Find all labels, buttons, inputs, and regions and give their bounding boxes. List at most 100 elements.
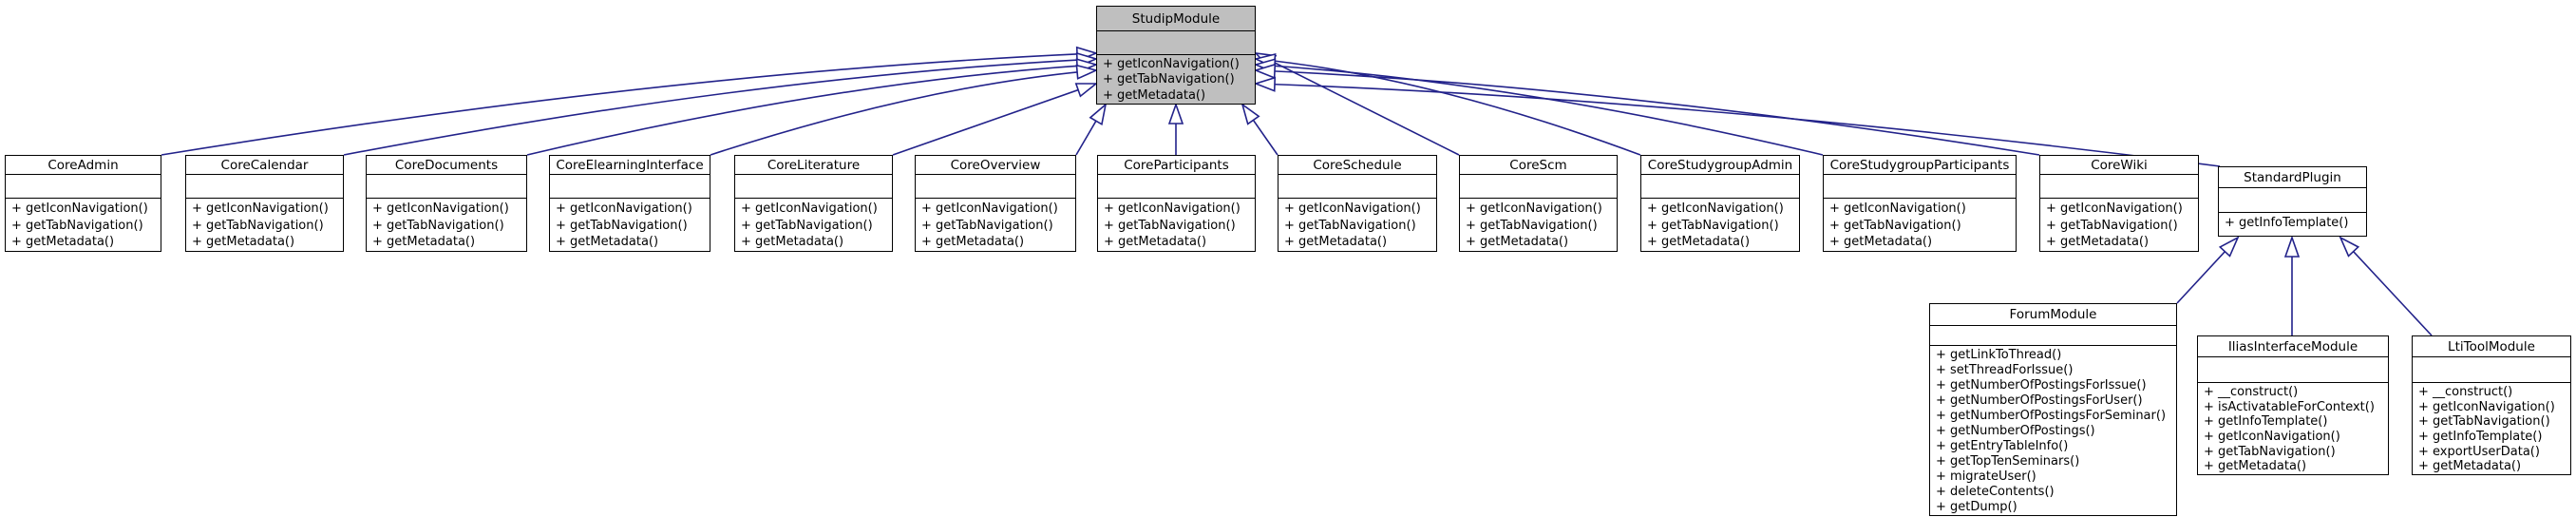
class-methods-compartment: + getIconNavigation() + getTabNavigation(… [1824,199,2016,251]
method-label: + getMetadata() [1647,235,1751,249]
class-methods-compartment: + getIconNavigation() + getTabNavigation(… [1460,199,1617,251]
method-label: + getIconNavigation() [192,201,329,216]
inheritance-edge-CoreElearningInterface-to-StudipModule [710,70,1096,156]
class-node-LtiToolModule[interactable]: LtiToolModule + __construct()+ getIconNav… [2412,335,2571,475]
method-label: + getIconNavigation() [1284,201,1421,216]
class-attributes-compartment [1279,175,1436,199]
method-label: + getInfoTemplate() [2418,430,2543,445]
method-label: + getMetadata() [741,235,844,249]
method-label: + getIconNavigation() [372,201,509,216]
class-title: CoreLiterature [735,156,892,175]
class-node-CoreDocuments[interactable]: CoreDocuments+ getIconNavigation()+ getT… [366,155,527,252]
method-label: + getIconNavigation() [556,201,692,216]
method-label: + getIconNavigation() [1829,201,1966,216]
class-attributes-compartment [2413,357,2570,383]
method-label: + getTabNavigation() [1104,218,1236,233]
class-title: CoreParticipants [1098,156,1255,175]
class-attributes-compartment [2040,175,2198,199]
method-label: + getInfoTemplate() [2225,216,2349,230]
method-label: + getIconNavigation() [11,201,148,216]
class-methods-compartment: + __construct()+ isActivatableForContext… [2198,383,2388,474]
class-attributes-compartment [916,175,1075,199]
class-methods-compartment: + getIconNavigation()+ getTabNavigation(… [1641,199,1799,251]
class-title: ForumModule [1930,304,2176,326]
method-label: + getTabNavigation() [556,218,688,233]
class-methods-compartment: + getIconNavigation()+ getTabNavigation(… [6,199,161,251]
class-title: CoreWiki [2040,156,2198,175]
method-label: + getNumberOfPostingsForIssue() [1936,378,2147,393]
class-title: IliasInterfaceModule [2198,336,2388,357]
method-label: + getTabNavigation() [741,218,873,233]
method-label: + getNumberOfPostings() [1936,424,2095,438]
class-node-CoreWiki[interactable]: CoreWiki + getIconNavigation()+ getTabNav… [2039,155,2199,252]
method-label: + setThreadForIssue() [1936,363,2074,377]
method-label: + getTabNavigation() [1284,218,1416,233]
class-node-CoreLiterature[interactable]: CoreLiterature+ getIconNavigation()+ get… [734,155,893,252]
method-label: + getIconNavigation() [2204,430,2340,445]
inheritance-edge-CoreScm-to-StudipModule [1256,53,1460,156]
class-node-CoreStudygroupParticipants[interactable]: CoreStudygroupParticipants+ getIconNavig… [1823,155,2017,252]
method-label: + getTabNavigation() [1103,72,1235,87]
class-methods-compartment: + getIconNavigation()+ getTabNavigation(… [2040,199,2198,251]
method-label: + getTabNavigation() [1829,218,1961,233]
method-label: + getTabNavigation() [192,218,324,233]
class-attributes-compartment [186,175,343,199]
class-attributes-compartment [1641,175,1799,199]
inheritance-edge-ForumModule-to-StandardPlugin [2176,238,2238,304]
inheritance-edge-CoreOverview-to-StudipModule [1075,105,1106,156]
method-label: + getMetadata() [556,235,659,249]
class-node-CoreAdmin[interactable]: CoreAdmin+ getIconNavigation()+ getTabNa… [5,155,161,252]
class-title: LtiToolModule [2413,336,2570,357]
method-label: + getMetadata() [2046,235,2150,249]
class-title: CoreCalendar [186,156,343,175]
method-label: + getIconNavigation() [2418,399,2555,414]
method-label: + getNumberOfPostingsForSeminar() [1936,409,2167,423]
class-title: CoreStudygroupAdmin [1641,156,1799,175]
method-label: + getMetadata() [192,235,295,249]
method-label: + deleteContents() [1936,485,2055,499]
method-label: + getIconNavigation() [1104,201,1241,216]
class-attributes-compartment [1460,175,1617,199]
class-node-CoreScm[interactable]: CoreScm+ getIconNavigation()+ getTabNavi… [1459,155,1618,252]
class-attributes-compartment [1930,326,2176,346]
class-node-StudipModule[interactable]: StudipModule+ getIconNavigation()+ getTa… [1096,6,1256,105]
class-node-StandardPlugin[interactable]: StandardPlugin+ getInfoTemplate() [2218,166,2367,237]
method-label: + getMetadata() [2418,459,2522,474]
method-label: + getDump() [1936,500,2017,514]
class-attributes-compartment [2198,357,2388,383]
class-title: CoreElearningInterface [550,156,710,175]
class-attributes-compartment [550,175,710,199]
method-label: + getMetadata() [1466,235,1569,249]
class-node-ForumModule[interactable]: ForumModule + getLinkToThread()+ setThrea… [1929,303,2177,516]
inheritance-edge-CoreCalendar-to-StudipModule [343,59,1096,156]
class-node-CoreParticipants[interactable]: CoreParticipants + getIconNavigation() + g… [1097,155,1256,252]
inheritance-edge-CoreLiterature-to-StudipModule [892,84,1096,156]
method-label: + exportUserData() [2418,444,2540,459]
method-label: + getIconNavigation() [741,201,878,216]
class-methods-compartment: + getIconNavigation() + getTabNavigation(… [735,199,892,251]
method-label: + getTabNavigation() [372,218,504,233]
method-label: + getTabNavigation() [1466,218,1598,233]
class-node-CoreElearningInterface[interactable]: CoreElearningInterface + getIconNavigatio… [549,155,710,252]
method-label: + __construct() [2418,385,2513,399]
method-label: + getLinkToThread() [1936,348,2062,362]
class-node-IliasInterfaceModule[interactable]: IliasInterfaceModule + __construct()+ isA… [2197,335,2389,475]
method-label: + getMetadata() [11,235,115,249]
method-label: + getMetadata() [1104,235,1207,249]
class-node-CoreCalendar[interactable]: CoreCalendar + getIconNavigation() + getTa… [185,155,344,252]
class-node-CoreOverview[interactable]: CoreOverview+ getIconNavigation()+ getTa… [915,155,1076,252]
method-label: + getTabNavigation() [921,218,1053,233]
method-label: + getTopTenSeminars() [1936,454,2080,469]
method-label: + getIconNavigation() [1466,201,1602,216]
class-node-CoreSchedule[interactable]: CoreSchedule+ getIconNavigation()+ getTa… [1278,155,1437,252]
class-attributes-compartment [1097,31,1255,55]
method-label: + getTabNavigation() [2204,444,2336,459]
method-label: + getNumberOfPostingsForUser() [1936,393,2143,408]
method-label: + __construct() [2204,385,2299,399]
method-label: + migrateUser() [1936,469,2036,484]
class-attributes-compartment [1824,175,2016,199]
class-attributes-compartment [735,175,892,199]
class-node-CoreStudygroupAdmin[interactable]: CoreStudygroupAdmin + getIconNavigation()… [1640,155,1800,252]
inheritance-edge-CoreAdmin-to-StudipModule [161,53,1096,156]
